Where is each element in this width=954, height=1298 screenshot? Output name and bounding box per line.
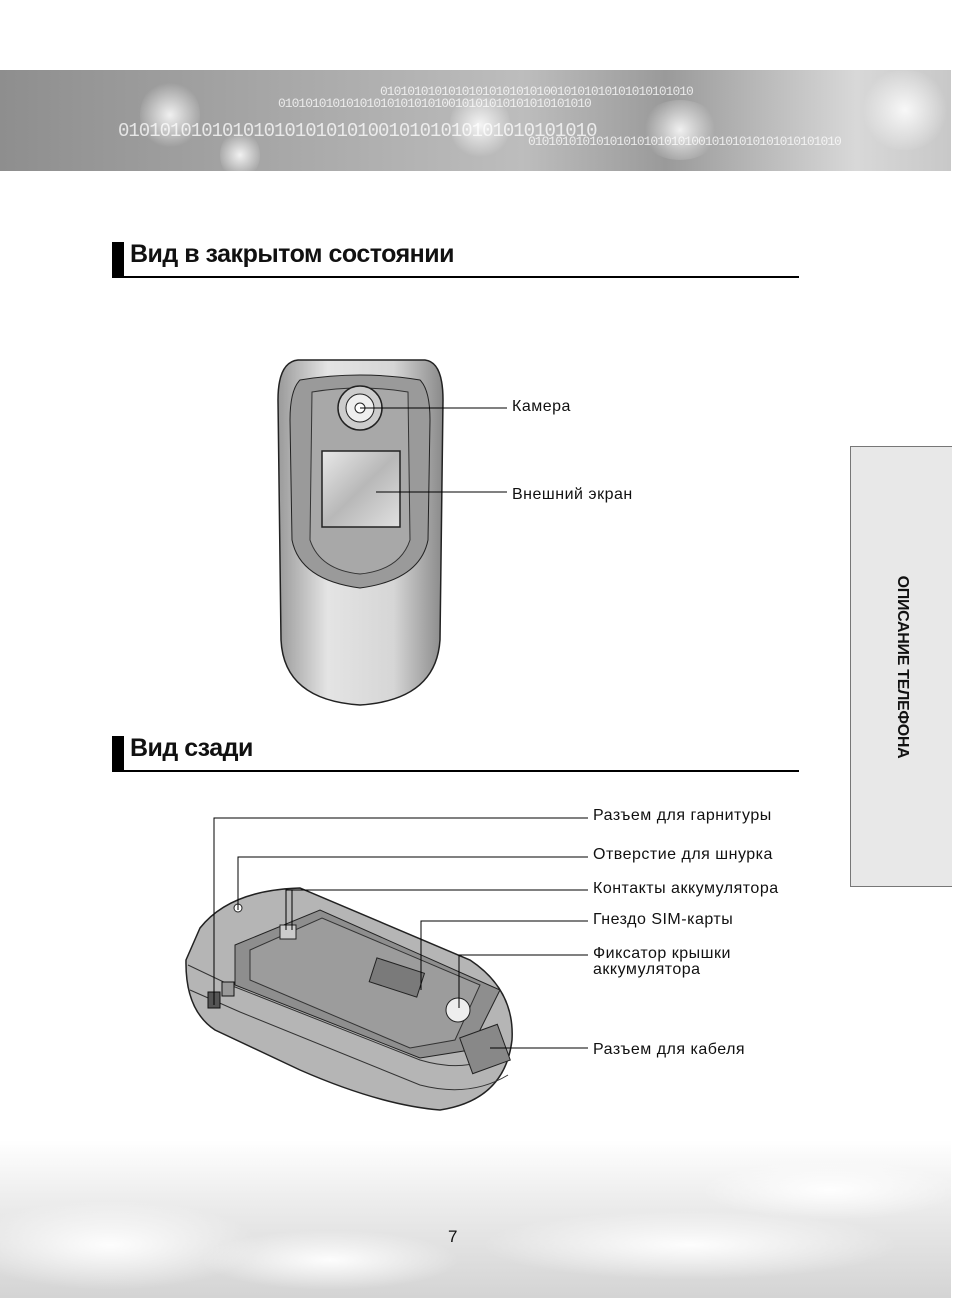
callout-strap-hole: Отверстие для шнурка [593,846,773,863]
heading-text: Вид в закрытом состоянии [130,240,455,268]
callout-battery-cover-latch-line2: аккумулятора [593,961,701,978]
binary-pattern: 0101010101010101010101010010101010101010… [380,84,694,99]
heading-marker [112,736,124,772]
header-banner: 0101010101010101010101010010101010101010… [0,70,951,171]
external-screen [321,450,401,528]
section-heading-closed: Вид в закрытом состоянии [112,240,799,278]
side-section-tab: ОПИСАНИЕ ТЕЛЕФОНА [850,446,952,887]
heading-marker [112,242,124,278]
binary-pattern: 0101010101010101010101010010101010101010… [118,120,597,142]
phone-front-closed [277,359,507,706]
section-heading-rear: Вид сзади [112,734,799,772]
callout-sim-slot: Гнездо SIM-карты [593,911,734,928]
callout-external-screen: Внешний экран [512,486,633,503]
binary-pattern: 0101010101010101010101010010101010101010… [528,134,842,149]
heading-text: Вид сзади [130,734,253,762]
callout-battery-cover-latch: Фиксатор крышки [593,945,731,962]
side-tab-label: ОПИСАНИЕ ТЕЛЕФОНА [893,575,911,758]
callout-headset-jack: Разъем для гарнитуры [593,807,772,824]
callout-cable-connector: Разъем для кабеля [593,1041,746,1058]
callout-camera: Камера [512,398,571,415]
footer-clouds [0,1140,951,1298]
page-number: 7 [448,1227,458,1246]
callout-battery-contacts: Контакты аккумулятора [593,880,779,897]
phone-rear [185,817,588,1111]
binary-pattern: 0101010101010101010101010010101010101010… [278,96,592,111]
